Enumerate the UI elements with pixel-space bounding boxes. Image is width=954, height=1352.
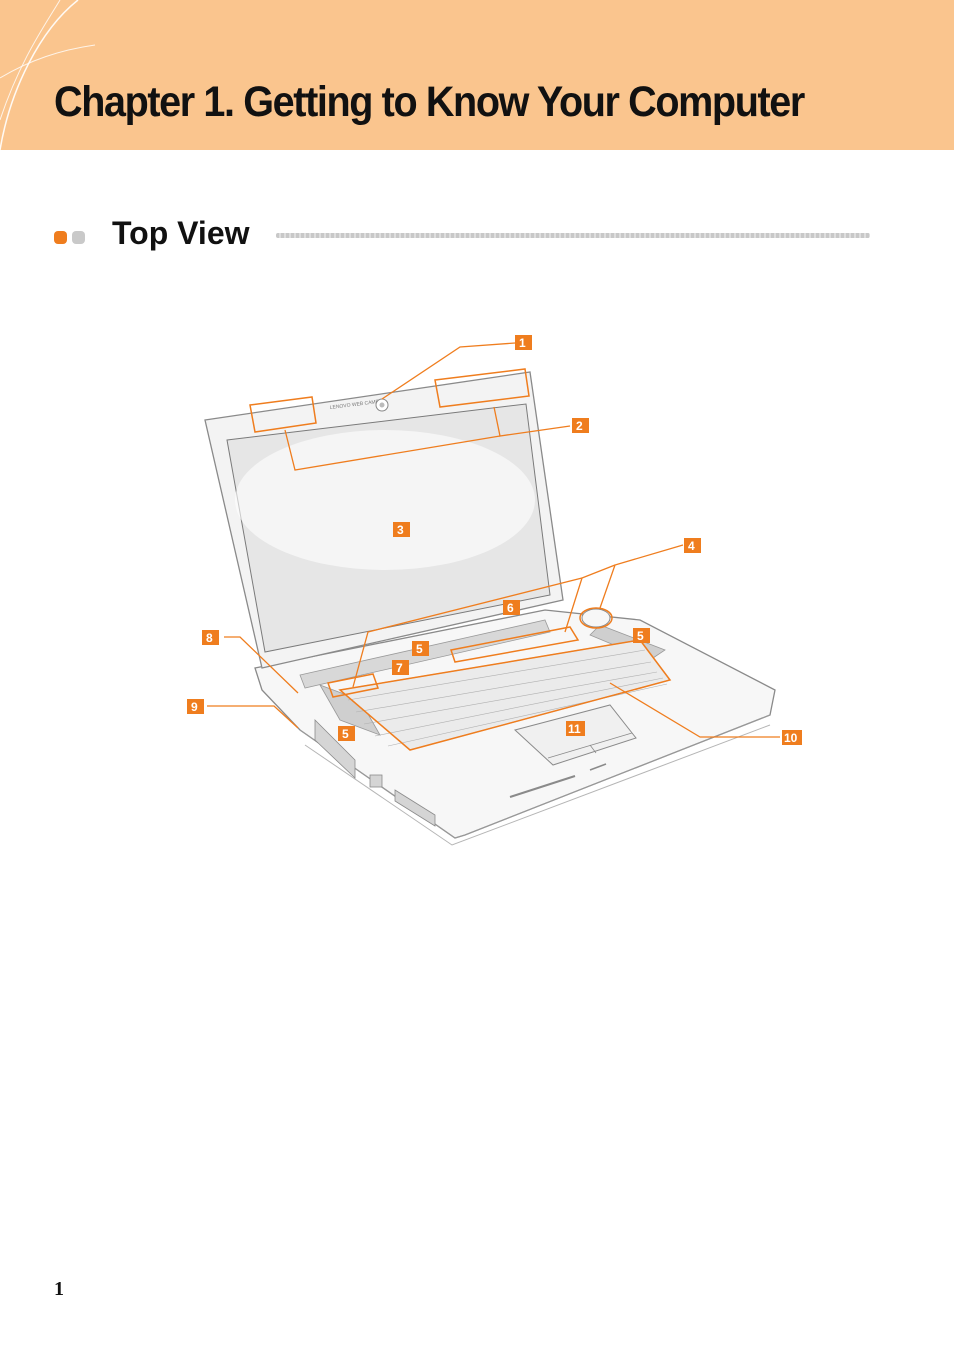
svg-text:11: 11 <box>568 722 581 736</box>
callout-4: 4 <box>684 538 701 553</box>
svg-text:1: 1 <box>519 336 526 350</box>
callout-6: 6 <box>503 600 520 615</box>
svg-text:8: 8 <box>206 631 213 645</box>
decorative-swoosh <box>0 0 96 150</box>
svg-text:4: 4 <box>688 539 695 553</box>
svg-text:5: 5 <box>637 629 644 643</box>
svg-text:9: 9 <box>191 700 198 714</box>
callout-11: 11 <box>566 721 585 736</box>
gray-bullet-icon <box>72 231 85 244</box>
callout-9: 9 <box>187 699 204 714</box>
section-divider <box>276 233 870 238</box>
svg-text:10: 10 <box>784 731 798 745</box>
callout-8: 8 <box>202 630 219 645</box>
callout-7: 7 <box>392 660 409 675</box>
svg-text:2: 2 <box>576 419 583 433</box>
svg-text:5: 5 <box>416 642 423 656</box>
camera-center-dot <box>379 402 385 408</box>
chapter-header-band: Chapter 1. Getting to Know Your Computer <box>0 0 954 150</box>
callout-5-top-left: 5 <box>412 641 429 656</box>
orange-bullet-icon <box>54 231 67 244</box>
svg-text:6: 6 <box>507 601 514 615</box>
callout-5-bottom: 5 <box>338 726 355 741</box>
section-title: Top View <box>112 215 250 251</box>
svg-text:3: 3 <box>397 523 404 537</box>
svg-text:5: 5 <box>342 727 349 741</box>
callout-2: 2 <box>572 418 589 433</box>
callout-10: 10 <box>782 730 802 745</box>
callout-1: 1 <box>515 335 532 350</box>
page-number: 1 <box>54 1278 64 1300</box>
svg-text:7: 7 <box>396 661 403 675</box>
chapter-title: Chapter 1. Getting to Know Your Computer <box>54 78 805 126</box>
callout-5-right: 5 <box>633 628 650 643</box>
section-heading: Top View <box>54 212 870 260</box>
callout-3: 3 <box>393 522 410 537</box>
